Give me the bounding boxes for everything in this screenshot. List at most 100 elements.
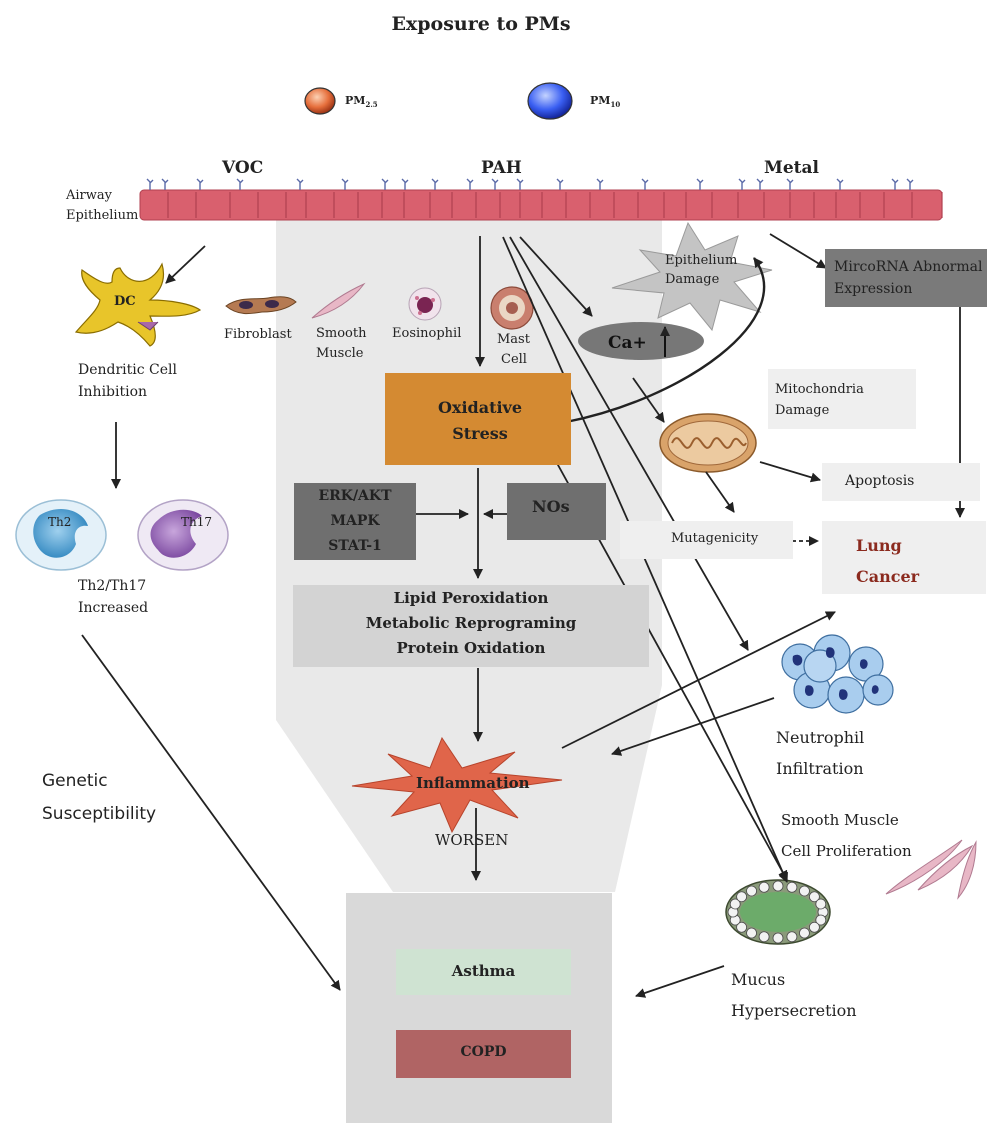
eosinophil-label: Eosinophil [392, 326, 462, 341]
inflammation-label: Inflammation [416, 774, 530, 792]
fibroblast-shape [225, 296, 297, 315]
cilium [738, 178, 746, 190]
gland-cell [729, 898, 741, 910]
mitochondria-shape [659, 413, 757, 473]
th2-label: Th2 [48, 515, 72, 529]
mito-to-mutagenicity-arrow [705, 471, 735, 513]
source-pah: PAH [481, 158, 522, 178]
gland-cell [736, 921, 747, 933]
th17-cell-shape [137, 499, 229, 571]
vOC-to-dc-arrow [165, 245, 206, 284]
eosinophil-shape [408, 287, 442, 321]
asthma-label: Asthma [451, 962, 516, 980]
mast-cell-shape [490, 286, 534, 330]
epithelium-band [139, 178, 943, 221]
gland-cell [786, 881, 798, 893]
calcium-ellipse [578, 322, 704, 360]
cilium [341, 178, 349, 190]
cilium [556, 178, 564, 190]
cilium [836, 178, 844, 190]
source-voc: VOC [222, 158, 264, 178]
th17-label: Th17 [181, 515, 213, 529]
gland-cell [736, 891, 747, 903]
neutrophil-cluster [781, 634, 894, 714]
cilium [401, 178, 409, 190]
mito-to-apoptosis-arrow [759, 461, 821, 483]
dc-label: DC [114, 294, 136, 309]
dendritic-cell-shape [74, 262, 202, 347]
pm10-particle [527, 82, 573, 120]
oxidative-to-damage-arrow [565, 257, 766, 424]
gland-cell [815, 914, 827, 926]
th2-cell-shape [15, 499, 107, 571]
pm10-label: PM10 [590, 94, 621, 110]
gland-cell [809, 891, 820, 903]
pah-to-mucus-arrow [502, 236, 788, 883]
cilium [146, 178, 154, 190]
gland-cell [746, 927, 757, 939]
diagram-title: Exposure to PMs [391, 13, 571, 35]
mircorna-box [825, 249, 987, 307]
outcome-box [346, 893, 612, 1123]
cilium [296, 178, 304, 190]
cilium [161, 178, 169, 190]
gland-cell [772, 880, 784, 892]
apoptosis-box [822, 463, 980, 501]
apoptosis-label: Apoptosis [845, 473, 915, 489]
smooth-muscle-shape [311, 282, 366, 319]
inflammation-burst [351, 736, 563, 834]
fibroblast-label: Fibroblast [224, 327, 292, 342]
mucus-to-outcome-arrow [635, 965, 725, 998]
cilium [431, 178, 439, 190]
gland-cell [799, 927, 810, 939]
neutrophil-to-inflam-arrow [611, 697, 775, 756]
cilium [786, 178, 794, 190]
cilium [891, 178, 899, 190]
source-metal: Metal [764, 158, 819, 178]
cilium [906, 178, 914, 190]
worsen-label: WORSEN [435, 831, 509, 849]
epithelium-damage-burst [611, 221, 773, 332]
copd-label: COPD [460, 1044, 507, 1060]
cilium [236, 178, 244, 190]
oxidative-stress-box [385, 373, 571, 465]
mucus-gland-shape [725, 879, 831, 945]
gland-cell [809, 921, 820, 933]
mitochondria-box [768, 369, 916, 429]
gland-cell [815, 898, 827, 910]
cilium [596, 178, 604, 190]
copd-box [396, 1030, 571, 1078]
gland-cell [799, 885, 810, 897]
gland-cell [786, 931, 798, 943]
mutagenicity-box [620, 521, 793, 559]
gland-cell [772, 932, 784, 944]
gland-cell [746, 885, 757, 897]
cilium [641, 178, 649, 190]
signaling-box [294, 483, 416, 560]
pm25-particle [304, 87, 336, 115]
mutagenicity-label: Mutagenicity [671, 531, 759, 546]
ca-to-mito-arrow [632, 377, 665, 423]
lung-cancer-box [822, 521, 986, 594]
cilium [491, 178, 499, 190]
cilium [466, 178, 474, 190]
gland-cell [758, 881, 770, 893]
metal-to-mirna-arrow [769, 233, 827, 269]
pah-to-neutrophil-arrow [509, 236, 749, 651]
smooth-muscle-cells-shape [885, 839, 977, 900]
cilium [696, 178, 704, 190]
